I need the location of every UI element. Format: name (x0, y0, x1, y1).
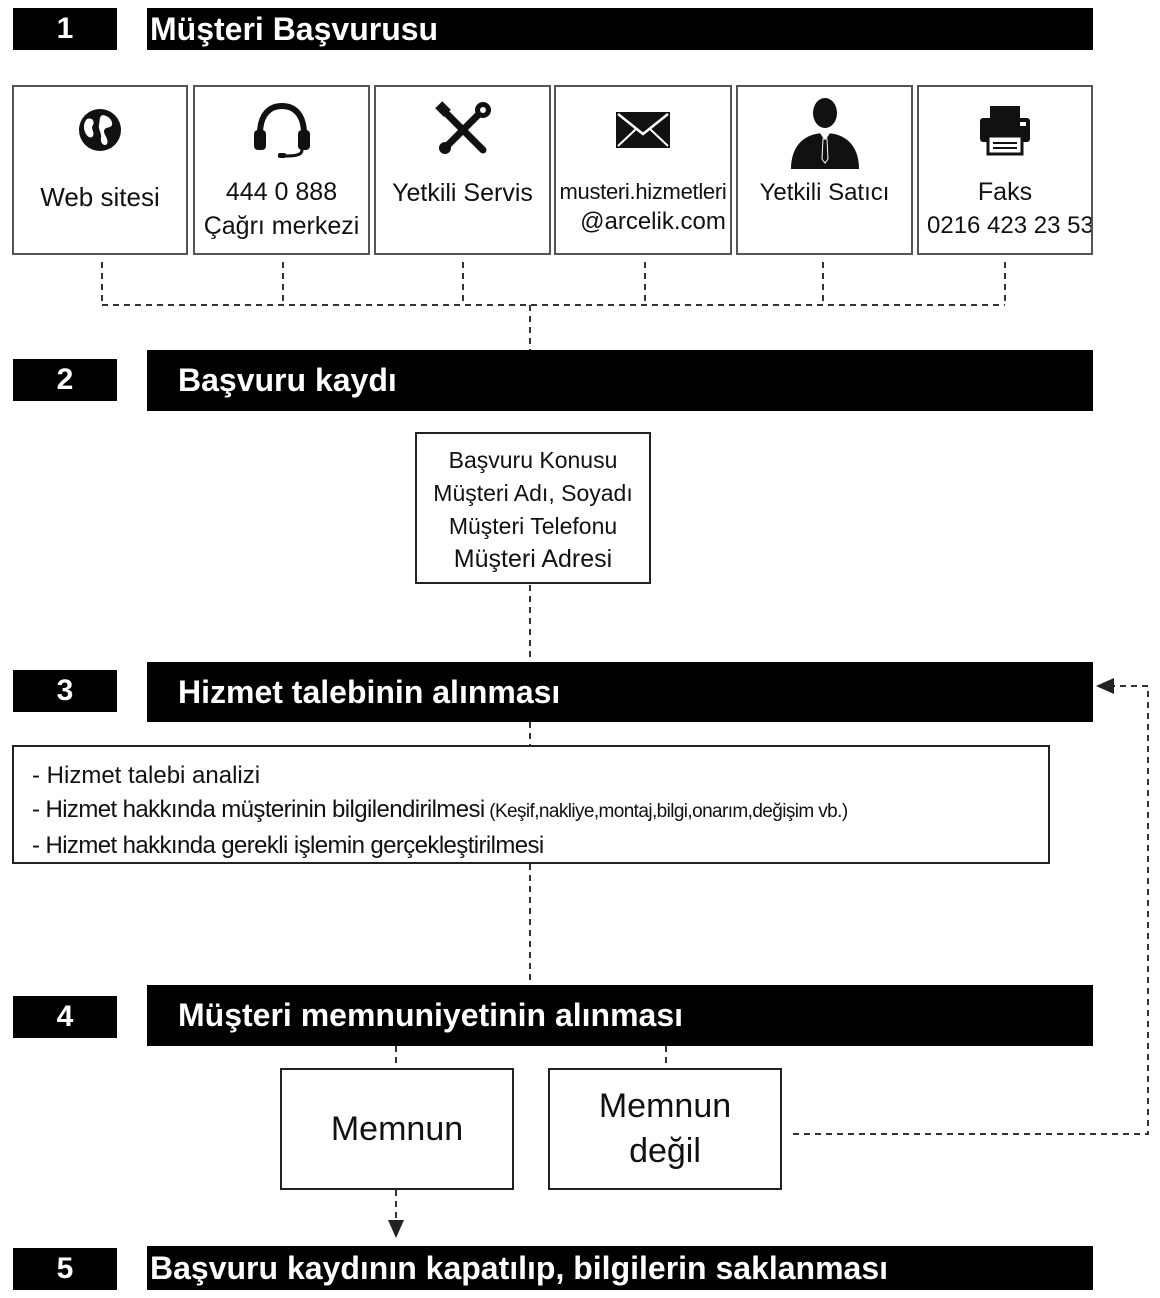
record-field: Müşteri Telefonu (448, 513, 618, 539)
feedback-loop-arrow (793, 678, 1149, 1135)
channel-email-domain: @arcelik.com (580, 208, 726, 235)
step-title-1: Müşteri Başvurusu (147, 8, 1093, 50)
step-title-3: Hizmet talebinin alınması (147, 662, 1093, 722)
headset-icon (195, 95, 368, 165)
outcome-not-satisfied-label: değil (629, 1132, 701, 1170)
envelope-icon (556, 95, 730, 165)
channel-label: Faks (977, 178, 1033, 206)
globe-icon (14, 95, 186, 165)
step-number-4: 4 (13, 996, 117, 1038)
service-item: - Hizmet hakkında müşterinin bilgilendir… (32, 796, 848, 823)
channel-authorized-dealer: Yetkili Satıcı (736, 85, 913, 255)
service-item: - Hizmet hakkında gerekli işlemin gerçek… (32, 832, 544, 859)
person-icon (738, 91, 911, 171)
record-field: Müşteri Adı, Soyadı (433, 480, 633, 506)
service-item-note: (Keşif,nakliye,montaj,bilgi,onarım,değiş… (484, 801, 848, 822)
step-title-2: Başvuru kaydı (147, 350, 1093, 411)
step-number-5: 5 (13, 1248, 117, 1290)
outcome-not-satisfied-label: Memnun (598, 1087, 732, 1125)
channel-authorized-service: Yetkili Servis (374, 85, 551, 255)
fax-icon (919, 95, 1091, 165)
step-number-2: 2 (13, 359, 117, 401)
channel-email: musteri.hizmetleri @arcelik.com (554, 85, 732, 255)
tools-icon (376, 95, 549, 165)
outcome-satisfied-box: Memnun (280, 1068, 514, 1190)
service-item: - Hizmet talebi analizi (32, 762, 261, 789)
channel-phone: 444 0 888 (225, 178, 338, 206)
step-title-4: Müşteri memnuniyetinin alınması (147, 985, 1093, 1046)
channel-fax: Faks 0216 423 23 53 (917, 85, 1093, 255)
service-items-box: - Hizmet talebi analizi - Hizmet hakkınd… (12, 745, 1050, 864)
record-field: Müşteri Adresi (453, 545, 613, 573)
channel-call-center: 444 0 888 Çağrı merkezi (193, 85, 370, 255)
record-fields-box: Başvuru Konusu Müşteri Adı, Soyadı Müşte… (415, 432, 651, 584)
channel-web: Web sitesi (12, 85, 188, 255)
channel-label: Yetkili Servis (392, 179, 533, 207)
outcome-satisfied-label: Memnun (330, 1109, 464, 1148)
channel-label: Çağrı merkezi (203, 212, 360, 240)
record-field: Başvuru Konusu (448, 447, 618, 473)
step-number-1: 1 (13, 8, 117, 50)
step-number-3: 3 (13, 670, 117, 712)
channel-label: Web sitesi (40, 182, 160, 212)
outcome-not-satisfied-box: Memnun değil (548, 1068, 782, 1190)
step-title-5: Başvuru kaydının kapatılıp, bilgilerin s… (147, 1246, 1093, 1290)
channel-fax-number: 0216 423 23 53 (927, 212, 1093, 239)
channel-label: Yetkili Satıcı (759, 179, 890, 206)
channel-email-user: musteri.hizmetleri (559, 179, 727, 204)
